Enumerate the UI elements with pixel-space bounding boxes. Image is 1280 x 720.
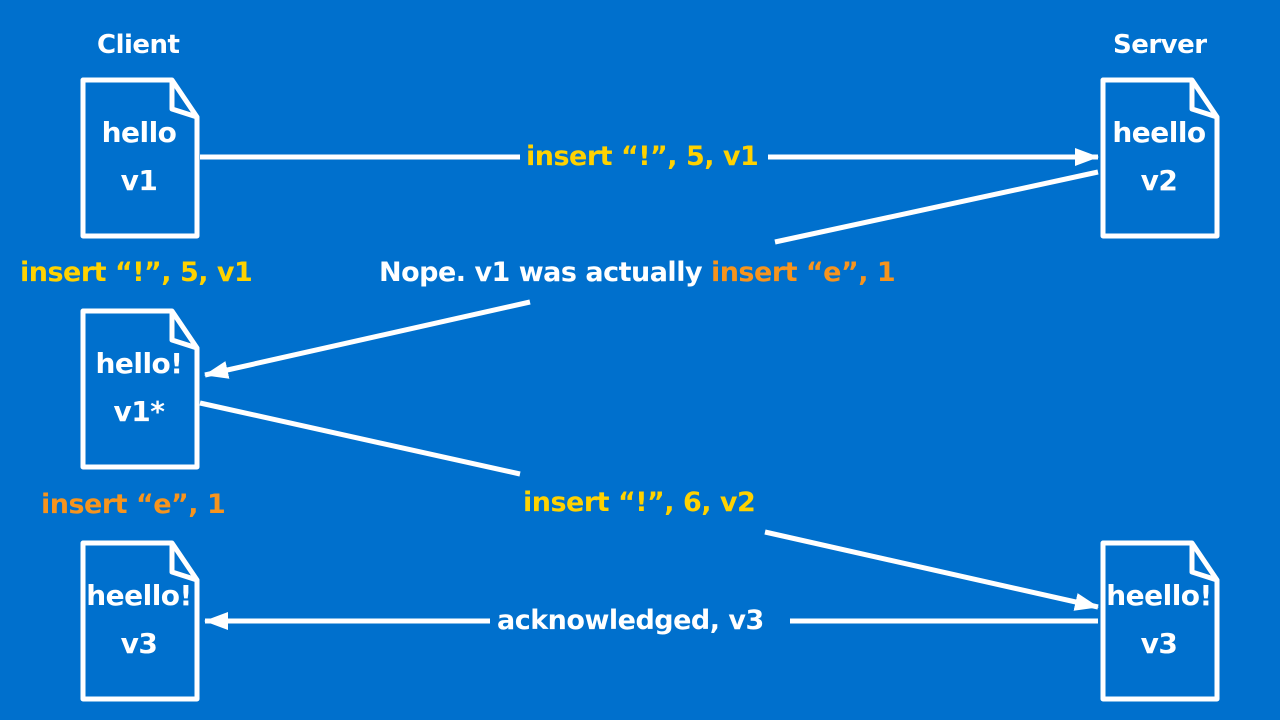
document-icon: [80, 77, 200, 239]
document-content: hello: [101, 116, 177, 149]
server-document-v3: heello! v3: [1100, 540, 1220, 702]
document-icon: [80, 540, 200, 702]
client-applied-remote-op: insert “e”, 1: [41, 489, 226, 520]
client-document-v1-star: hello! v1*: [80, 308, 200, 470]
document-content: heello!: [86, 579, 192, 612]
server-document-v2: heello v2: [1100, 77, 1220, 239]
document-version: v3: [1140, 627, 1178, 660]
message-transformed-insert: insert “!”, 6, v2: [523, 487, 756, 518]
arrow-reply-lower-segment: [204, 299, 531, 379]
document-version: v3: [120, 627, 158, 660]
document-content: hello!: [95, 347, 183, 380]
document-icon: [1100, 540, 1220, 702]
arrow-transformed-lower-segment: [764, 529, 1099, 611]
document-content: heello!: [1106, 579, 1212, 612]
document-icon: [1100, 77, 1220, 239]
document-icon: [80, 308, 200, 470]
message-ack: acknowledged, v3: [497, 605, 764, 636]
client-header: Client: [97, 30, 180, 60]
message-reply: Nope. v1 was actually insert “e”, 1: [379, 257, 896, 289]
document-content: heello: [1112, 116, 1206, 149]
document-version: v1: [120, 164, 158, 197]
server-header: Server: [1113, 30, 1207, 60]
client-document-v3: heello! v3: [80, 540, 200, 702]
document-version: v1*: [113, 395, 165, 428]
document-version: v2: [1140, 164, 1178, 197]
client-document-v1: hello v1: [80, 77, 200, 239]
arrow-reply-upper-segment: [774, 169, 1099, 245]
arrow-transformed-upper-segment: [199, 400, 521, 477]
client-pending-op: insert “!”, 5, v1: [20, 257, 253, 288]
message-reply-prefix: Nope. v1 was actually: [379, 257, 711, 288]
message-send-insert: insert “!”, 5, v1: [526, 141, 759, 172]
message-reply-op: insert “e”, 1: [710, 257, 896, 288]
